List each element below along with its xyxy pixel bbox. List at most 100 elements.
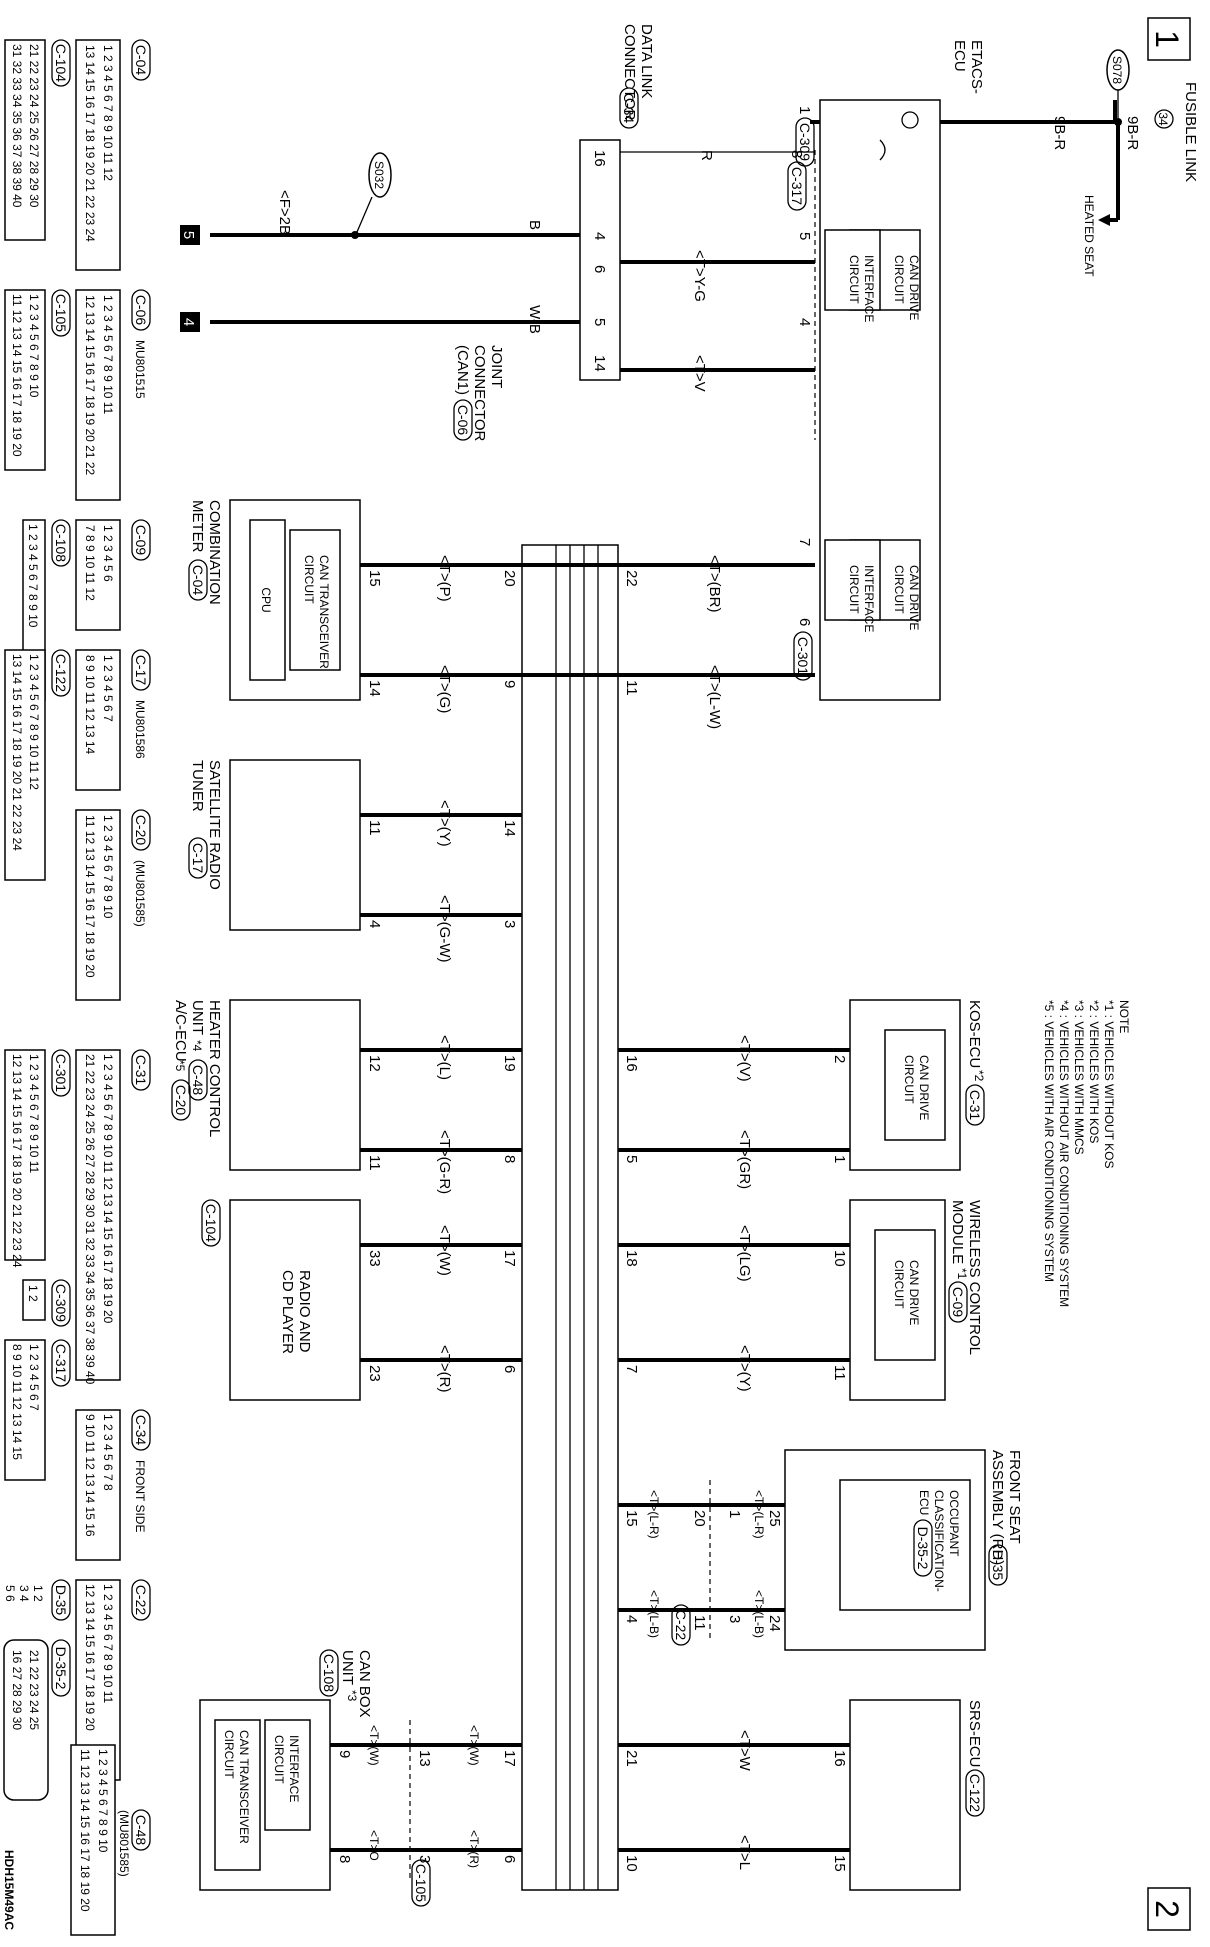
can-box-unit: CAN BOX UNIT *3 C-108 INTERFACE CIRCUIT … xyxy=(199,1649,522,1907)
svg-text:D-35-2: D-35-2 xyxy=(915,1527,931,1570)
svg-text:C-31: C-31 xyxy=(967,1090,983,1121)
svg-text:C-09: C-09 xyxy=(133,525,149,556)
svg-text:<T>(BR): <T>(BR) xyxy=(706,555,723,613)
svg-text:<T>(L-R): <T>(L-R) xyxy=(752,1490,766,1539)
svg-text:9B-R: 9B-R xyxy=(1051,116,1068,150)
svg-text:<T>(G-W): <T>(G-W) xyxy=(436,895,453,963)
svg-text:CAN DRIVE: CAN DRIVE xyxy=(917,1055,931,1120)
svg-text:2: 2 xyxy=(1149,1900,1185,1918)
svg-text:*1 : VEHICLES WITHOUT KOS: *1 : VEHICLES WITHOUT KOS xyxy=(1102,1000,1116,1168)
svg-text:HEATER CONTROL: HEATER CONTROL xyxy=(206,1000,223,1137)
svg-text:<T>(P): <T>(P) xyxy=(436,555,453,602)
svg-text:33: 33 xyxy=(366,1250,383,1267)
svg-text:25: 25 xyxy=(766,1510,783,1527)
svg-text:S032: S032 xyxy=(372,161,386,189)
svg-text:FRONT SIDE: FRONT SIDE xyxy=(133,1460,147,1532)
svg-text:UNIT: UNIT xyxy=(339,1650,356,1685)
svg-text:4: 4 xyxy=(366,920,383,928)
connector-view-c105: C-105 1 2 3 4 5 6 7 8 9 10 11 12 13 14 1… xyxy=(4,289,71,471)
svg-text:11: 11 xyxy=(691,1615,708,1631)
data-link-connector: DATA LINK CONNECTOR C-34 16 4 6 5 14 R <… xyxy=(180,24,815,392)
svg-text:5: 5 xyxy=(591,318,608,326)
svg-text:<T>(L-R): <T>(L-R) xyxy=(647,1490,661,1539)
svg-text:5: 5 xyxy=(796,232,813,240)
svg-text:(MU801585): (MU801585) xyxy=(117,1810,131,1877)
svg-text:1 2 3 4 5 6 7 8 9 10: 1 2 3 4 5 6 7 8 9 10 xyxy=(26,524,40,628)
svg-text:FUSIBLE LINK: FUSIBLE LINK xyxy=(1182,82,1199,182)
svg-text:*5: *5 xyxy=(173,1060,187,1072)
etacs-ecu: ETACS- ECU CAN DRIVE CIRCUIT INTERFACE C… xyxy=(787,40,985,701)
svg-text:C-122: C-122 xyxy=(53,654,69,692)
svg-text:CIRCUIT: CIRCUIT xyxy=(892,1260,906,1309)
svg-text:C-17: C-17 xyxy=(190,843,206,874)
svg-text:2: 2 xyxy=(831,1055,848,1063)
svg-text:OCCUPANT: OCCUPANT xyxy=(947,1490,961,1557)
svg-text:1: 1 xyxy=(726,1510,743,1518)
connector-view-c122: C-122 1 2 3 4 5 6 7 8 9 10 11 12 13 14 1… xyxy=(4,649,71,881)
svg-text:9: 9 xyxy=(501,680,518,688)
connector-view-c309: C-309 1 2 xyxy=(22,1279,71,1327)
svg-text:*4: *4 xyxy=(190,1040,204,1052)
svg-text:C-31: C-31 xyxy=(133,1055,149,1086)
connector-view-d35: D-35 1 2 3 4 5 6 xyxy=(3,1579,71,1621)
svg-text:ASSEMBLY (RH): ASSEMBLY (RH) xyxy=(989,1450,1006,1565)
svg-text:5: 5 xyxy=(623,1155,640,1163)
svg-text:CIRCUIT: CIRCUIT xyxy=(847,255,861,304)
svg-text:<T>V: <T>V xyxy=(691,355,708,392)
svg-text:4: 4 xyxy=(180,318,197,326)
svg-text:CAN TRANSCEIVER: CAN TRANSCEIVER xyxy=(237,1730,251,1844)
connector-view-c104: C-104 21 22 23 24 25 26 27 28 29 30 31 3… xyxy=(4,39,71,241)
svg-text:CAN BOX: CAN BOX xyxy=(356,1650,373,1718)
svg-text:1: 1 xyxy=(796,106,813,114)
svg-text:*1: *1 xyxy=(955,1268,969,1280)
svg-text:C-22: C-22 xyxy=(673,1610,689,1641)
svg-text:1 2 3 4 5 6 7 8 9 10: 1 2 3 4 5 6 7 8 9 10 xyxy=(27,294,41,398)
svg-text:31 32 33 34 35 36 37 38 39 40: 31 32 33 34 35 36 37 38 39 40 xyxy=(10,44,24,208)
svg-text:CIRCUIT: CIRCUIT xyxy=(847,565,861,614)
connector-view-c06: C-06 MU801515 1 2 3 4 5 6 7 8 9 10 11 12… xyxy=(75,289,151,501)
connector-view-c301: C-301 1 2 3 4 5 6 7 8 9 10 11 12 13 14 1… xyxy=(4,1049,71,1268)
svg-text:ETACS-: ETACS- xyxy=(968,40,985,94)
svg-text:1: 1 xyxy=(831,1155,848,1163)
svg-text:C-22: C-22 xyxy=(133,1585,149,1616)
svg-text:CIRCUIT: CIRCUIT xyxy=(892,255,906,304)
svg-text:1 2: 1 2 xyxy=(31,1585,45,1602)
svg-text:1 2 3 4 5 6 7: 1 2 3 4 5 6 7 xyxy=(101,655,115,722)
connector-view-d35-2: D-35-2 21 22 23 24 25 16 27 28 29 30 xyxy=(3,1639,71,1801)
svg-text:<T>W: <T>W xyxy=(736,1730,753,1772)
svg-text:8: 8 xyxy=(501,1155,518,1163)
svg-text:RADIO AND: RADIO AND xyxy=(296,1270,313,1353)
svg-text:(MU801585): (MU801585) xyxy=(133,860,147,927)
svg-text:1 2 3 4 5 6 7 8 9 10 11 12 13: 1 2 3 4 5 6 7 8 9 10 11 12 13 14 15 16 1… xyxy=(101,1054,115,1324)
svg-text:<T>(W): <T>(W) xyxy=(367,1725,381,1766)
svg-text:*4 : VEHICLES WITHOUT AIR COND: *4 : VEHICLES WITHOUT AIR CONDITIONING S… xyxy=(1057,1000,1071,1307)
svg-text:S078: S078 xyxy=(1110,56,1124,84)
svg-text:10: 10 xyxy=(831,1250,848,1267)
svg-text:1 2 3 4 5 6 7 8 9 10 11 12: 1 2 3 4 5 6 7 8 9 10 11 12 xyxy=(27,654,41,790)
svg-text:<T>(L-B): <T>(L-B) xyxy=(647,1590,661,1638)
svg-text:CAN DRIVE: CAN DRIVE xyxy=(907,1260,921,1325)
svg-text:11 12 13 14 15 16 17 18 19 20: 11 12 13 14 15 16 17 18 19 20 xyxy=(78,1749,92,1912)
svg-text:3: 3 xyxy=(501,920,518,928)
svg-text:16: 16 xyxy=(831,1750,848,1767)
svg-text:6: 6 xyxy=(591,265,608,273)
svg-text:DATA LINK: DATA LINK xyxy=(638,24,655,98)
connector-view-c48: C-48 (MU801585) 1 2 3 4 5 6 7 8 9 10 11 … xyxy=(70,1744,151,1936)
svg-text:C-122: C-122 xyxy=(967,1774,983,1812)
svg-text:MODULE: MODULE xyxy=(949,1200,966,1264)
svg-text:D-35: D-35 xyxy=(990,1550,1006,1581)
svg-text:CONNECTOR: CONNECTOR xyxy=(471,345,488,442)
svg-text:20: 20 xyxy=(691,1510,708,1527)
svg-text:9: 9 xyxy=(336,1750,353,1758)
svg-text:13 14 15 16 17 18 19 20 21 22: 13 14 15 16 17 18 19 20 21 22 23 24 xyxy=(10,654,24,851)
svg-text:21 22 23 24 25 26 27 28 29 30: 21 22 23 24 25 26 27 28 29 30 31 32 33 3… xyxy=(83,1054,97,1385)
image-code: HDH15M49AC xyxy=(2,1850,16,1930)
svg-text:1 2 3 4 5 6 7: 1 2 3 4 5 6 7 xyxy=(27,1344,41,1411)
svg-text:C-301: C-301 xyxy=(53,1054,69,1092)
svg-text:11: 11 xyxy=(366,820,383,836)
svg-text:<T>(L): <T>(L) xyxy=(436,1035,453,1080)
svg-text:<T>(R): <T>(R) xyxy=(467,1830,481,1868)
connector-view-c22: C-22 1 2 3 4 5 6 7 8 9 10 11 12 13 14 15… xyxy=(75,1579,151,1781)
svg-text:6: 6 xyxy=(501,1365,518,1373)
svg-text:5: 5 xyxy=(180,231,197,239)
